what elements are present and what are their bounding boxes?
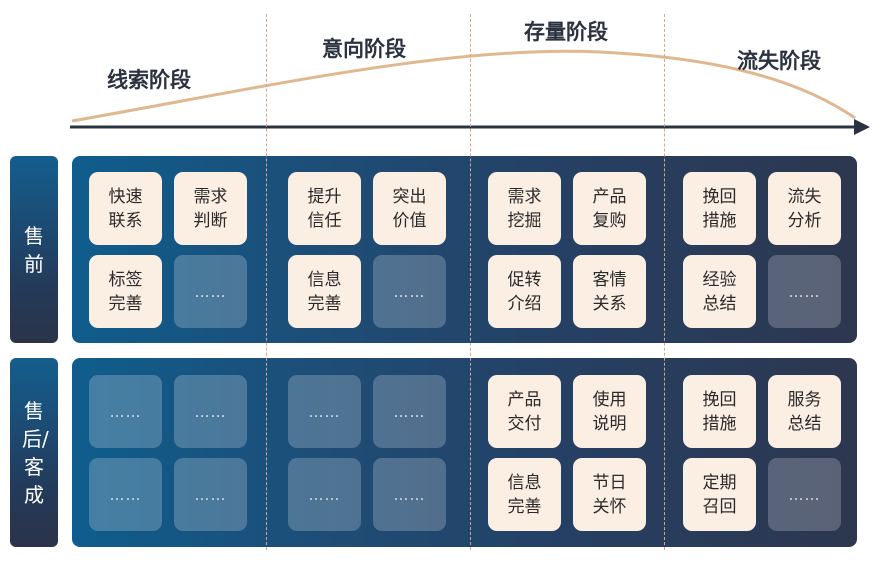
card-pre-intent-2: 突出价值: [373, 172, 446, 245]
card-label: 快速联系: [108, 186, 143, 231]
card-post-stock-3: 信息完善: [488, 458, 561, 531]
card-label: 标签完善: [108, 269, 143, 314]
card-pre-lead-1: 快速联系: [89, 172, 162, 245]
stage-title-stock: 存量阶段: [524, 20, 608, 44]
card-label: ……: [109, 485, 142, 504]
row-label-presales: 售前: [10, 156, 58, 343]
card-pre-churn-4: ……: [768, 255, 841, 328]
stage-title-churn: 流失阶段: [737, 49, 821, 73]
card-pre-lead-3: 标签完善: [89, 255, 162, 328]
card-post-intent-1: ……: [288, 375, 361, 448]
card-label: 提升信任: [307, 186, 342, 231]
card-post-stock-1: 产品交付: [488, 375, 561, 448]
card-post-stock-2: 使用说明: [573, 375, 646, 448]
card-label: 突出价值: [392, 186, 427, 231]
card-post-lead-2: ……: [174, 375, 247, 448]
row-label-postsales-text: 售后/客成: [22, 398, 49, 507]
card-post-intent-3: ……: [288, 458, 361, 531]
card-label: 促转介绍: [507, 269, 542, 314]
card-post-intent-4: ……: [373, 458, 446, 531]
card-label: 产品复购: [592, 186, 627, 231]
card-label: 需求判断: [193, 186, 228, 231]
card-label: 产品交付: [507, 389, 542, 434]
card-label: 需求挖掘: [507, 186, 542, 231]
card-label: 使用说明: [592, 389, 627, 434]
card-pre-lead-2: 需求判断: [174, 172, 247, 245]
card-pre-churn-2: 流失分析: [768, 172, 841, 245]
axis-arrow-icon: [854, 119, 870, 135]
lifecycle-curve: [71, 49, 856, 123]
card-label: 流失分析: [787, 186, 822, 231]
card-label: 挽回措施: [702, 186, 737, 231]
card-label: 经验总结: [702, 269, 737, 314]
card-label: ……: [788, 485, 821, 504]
card-pre-stock-4: 客情关系: [573, 255, 646, 328]
lifecycle-curve-graphic: [70, 49, 870, 135]
card-pre-intent-4: ……: [373, 255, 446, 328]
card-label: 信息完善: [307, 269, 342, 314]
card-label: 信息完善: [507, 472, 542, 517]
card-post-stock-4: 节日关怀: [573, 458, 646, 531]
card-post-churn-2: 服务总结: [768, 375, 841, 448]
stage-divider-2: [470, 14, 471, 550]
stage-title-intent: 意向阶段: [322, 37, 406, 61]
stage-title-lead: 线索阶段: [107, 68, 191, 92]
card-label: 挽回措施: [702, 389, 737, 434]
card-pre-churn-1: 挽回措施: [683, 172, 756, 245]
card-label: ……: [308, 485, 341, 504]
card-label: ……: [194, 485, 227, 504]
card-post-lead-3: ……: [89, 458, 162, 531]
card-pre-stock-3: 促转介绍: [488, 255, 561, 328]
card-pre-lead-4: ……: [174, 255, 247, 328]
card-label: ……: [393, 282, 426, 301]
card-label: ……: [194, 282, 227, 301]
card-post-churn-4: ……: [768, 458, 841, 531]
stage-divider-3: [664, 14, 665, 550]
card-label: ……: [788, 282, 821, 301]
row-label-presales-text: 售前: [24, 223, 44, 276]
card-pre-intent-3: 信息完善: [288, 255, 361, 328]
card-pre-churn-3: 经验总结: [683, 255, 756, 328]
card-label: ……: [393, 402, 426, 421]
card-label: ……: [194, 402, 227, 421]
card-post-intent-2: ……: [373, 375, 446, 448]
card-post-churn-1: 挽回措施: [683, 375, 756, 448]
card-post-churn-3: 定期召回: [683, 458, 756, 531]
card-label: ……: [109, 402, 142, 421]
card-pre-intent-1: 提升信任: [288, 172, 361, 245]
card-label: ……: [308, 402, 341, 421]
card-label: ……: [393, 485, 426, 504]
card-pre-stock-1: 需求挖掘: [488, 172, 561, 245]
card-post-lead-4: ……: [174, 458, 247, 531]
stage-divider-1: [266, 14, 267, 550]
card-label: 节日关怀: [592, 472, 627, 517]
card-label: 服务总结: [787, 389, 822, 434]
card-label: 定期召回: [702, 472, 737, 517]
row-label-postsales: 售后/客成: [10, 358, 58, 547]
card-post-lead-1: ……: [89, 375, 162, 448]
card-pre-stock-2: 产品复购: [573, 172, 646, 245]
card-label: 客情关系: [592, 269, 627, 314]
